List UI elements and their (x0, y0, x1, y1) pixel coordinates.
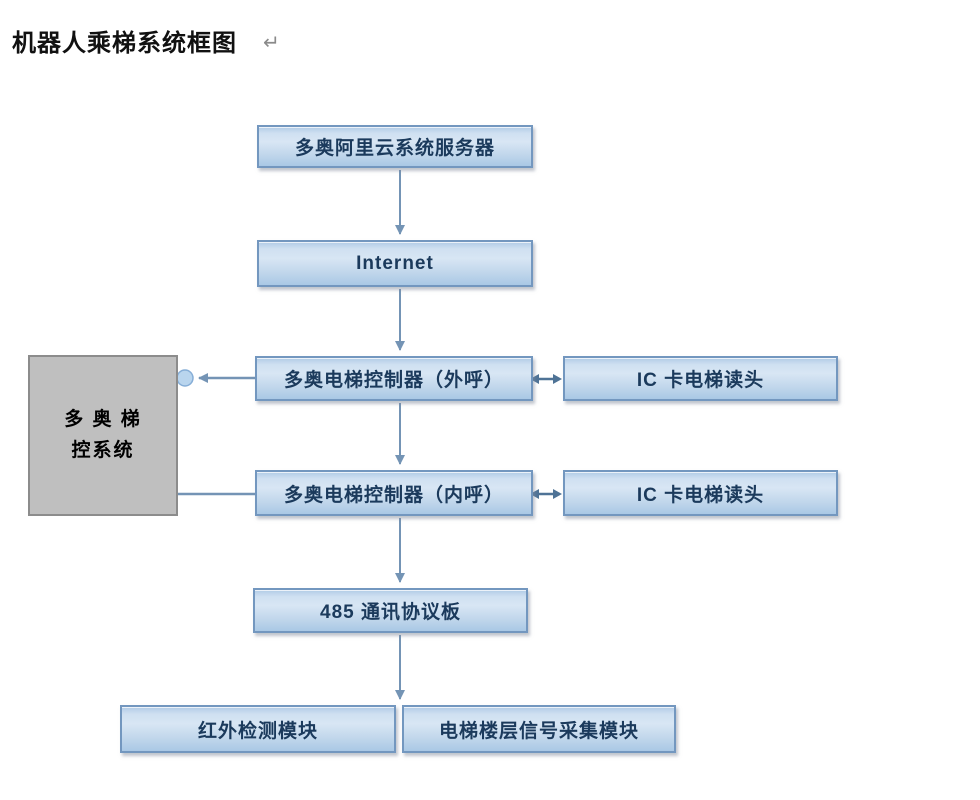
node-incall-controller-label: 多奥电梯控制器（内呼） (283, 484, 504, 506)
node-aliyun-server-label: 多奥阿里云系统服务器 (294, 138, 495, 159)
node-infrared-module-label: 红外检测模块 (197, 720, 318, 742)
node-outcall-controller-label: 多奥电梯控制器（外呼） (283, 370, 504, 391)
node-ic-card-reader-top[interactable]: IC 卡电梯读头 (563, 356, 838, 401)
node-elevator-control-system-label-line2: 控系统 (71, 439, 135, 461)
double-arrow-outcall-ic (530, 374, 562, 384)
node-ic-card-reader-top-label: IC 卡电梯读头 (636, 370, 765, 391)
node-internet[interactable]: Internet (257, 240, 533, 287)
node-elevator-control-system[interactable]: 多 奥 梯 控系统 (28, 355, 178, 516)
node-incall-controller[interactable]: 多奥电梯控制器（内呼） (255, 470, 533, 516)
node-infrared-module[interactable]: 红外检测模块 (120, 705, 396, 753)
paragraph-return-mark: ↵ (263, 31, 280, 54)
double-arrow-incall-ic (530, 489, 562, 499)
node-elevator-control-system-label-line1: 多 奥 梯 (64, 409, 142, 431)
title-row: 机器人乘梯系统框图 ↵ (12, 30, 280, 59)
node-ic-card-reader-bottom-label: IC 卡电梯读头 (636, 484, 765, 506)
node-floor-signal-module[interactable]: 电梯楼层信号采集模块 (402, 705, 676, 753)
node-outcall-controller[interactable]: 多奥电梯控制器（外呼） (255, 356, 533, 401)
node-floor-signal-module-label: 电梯楼层信号采集模块 (438, 720, 639, 742)
node-ic-card-reader-bottom[interactable]: IC 卡电梯读头 (563, 470, 838, 516)
page-title: 机器人乘梯系统框图 (12, 30, 237, 57)
node-aliyun-server[interactable]: 多奥阿里云系统服务器 (257, 125, 533, 168)
connector-endpoint-circle-top (176, 369, 194, 387)
node-internet-label: Internet (356, 252, 434, 274)
node-485-protocol-board-label: 485 通讯协议板 (320, 602, 461, 623)
node-485-protocol-board[interactable]: 485 通讯协议板 (253, 588, 528, 633)
